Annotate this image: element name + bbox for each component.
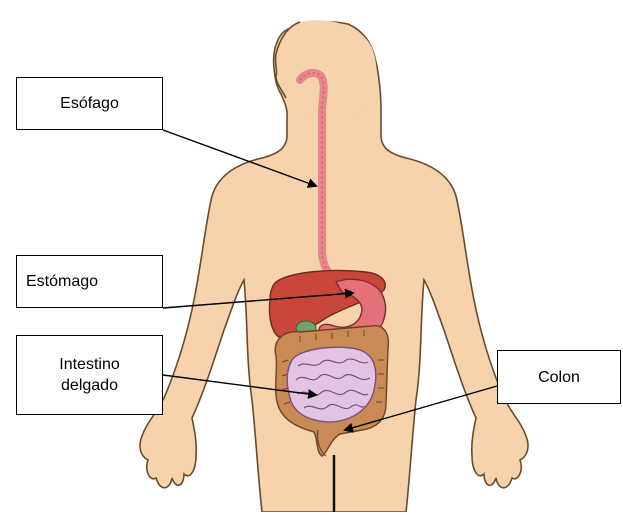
- label-estomago-text: Estómago: [26, 271, 98, 292]
- label-colon: Colon: [497, 350, 621, 404]
- label-intestino-line1: Intestino: [59, 356, 119, 373]
- label-esofago: Esófago: [16, 77, 163, 130]
- label-esofago-text: Esófago: [60, 93, 119, 114]
- label-intestino-line2: delgado: [61, 377, 118, 394]
- label-colon-text: Colon: [538, 367, 580, 388]
- label-estomago: Estómago: [16, 255, 163, 308]
- label-intestino-delgado: Intestino delgado: [16, 335, 163, 415]
